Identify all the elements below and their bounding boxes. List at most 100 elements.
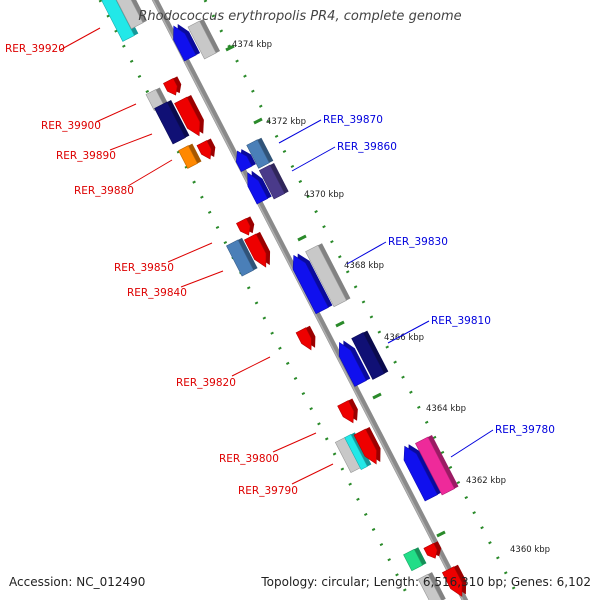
tick-label: 4368 kbp — [344, 261, 384, 271]
backbone-highlight — [152, 0, 464, 600]
callout-line — [95, 103, 137, 123]
tick-label: 4366 kbp — [384, 333, 424, 343]
gene-navy — [154, 100, 190, 145]
gene-body — [351, 332, 385, 380]
gene-label: RER_39810 — [431, 315, 491, 327]
gene-body — [247, 172, 269, 205]
gene-label: RER_39820 — [176, 377, 236, 389]
gene-body — [246, 139, 270, 169]
gene-green — [403, 547, 427, 572]
gene-grey — [305, 243, 351, 308]
tick-mark — [225, 44, 235, 52]
gene-body — [196, 140, 212, 160]
inner-dotted-ruler — [98, 0, 412, 600]
gene-body — [116, 0, 144, 30]
callout-line — [231, 356, 271, 377]
tick-mark — [297, 234, 307, 242]
gene-body — [154, 101, 186, 145]
gene-label: RER_39890 — [56, 150, 116, 162]
gene-navy — [351, 330, 389, 380]
gene-grey — [417, 572, 446, 600]
gene-red — [196, 138, 216, 160]
gene-red — [295, 325, 316, 351]
tick-mark — [335, 320, 345, 328]
gene-label: RER_39870 — [323, 114, 383, 126]
gene-label: RER_39830 — [388, 236, 448, 248]
gene-blue — [235, 149, 256, 173]
tick-label: 4360 kbp — [510, 545, 550, 555]
tick-mark — [372, 392, 382, 400]
gene-red — [163, 76, 182, 96]
gene-label: RER_39860 — [337, 141, 397, 153]
genome-summary-text: Topology: circular; Length: 6,516,310 bp… — [261, 575, 591, 589]
tick-label: 4374 kbp — [232, 40, 272, 50]
gene-blue — [173, 24, 201, 62]
gene-grey — [116, 0, 147, 30]
gene-body — [415, 436, 455, 496]
gene-label: RER_39920 — [5, 43, 65, 55]
gene-body — [337, 400, 355, 424]
gene-body — [344, 433, 368, 471]
gene-red — [423, 541, 442, 559]
tick-label: 4372 kbp — [266, 117, 306, 127]
gene-body — [101, 0, 135, 42]
gene-body — [163, 77, 178, 96]
gene-cyan — [101, 0, 139, 42]
gene-body — [403, 445, 438, 502]
gene-slate — [258, 163, 289, 200]
gene-body — [178, 145, 198, 169]
gene-red — [244, 231, 271, 268]
gene-body — [441, 566, 463, 597]
callout-line — [167, 242, 213, 263]
gene-body — [353, 428, 377, 465]
gene-steelblue — [226, 237, 258, 277]
gene-body — [423, 542, 438, 559]
gene-body — [403, 548, 423, 572]
gene-red — [441, 564, 467, 597]
map-title: Rhodococcus erythropolis PR4, complete g… — [138, 9, 462, 24]
gene-cyan — [344, 432, 372, 471]
gene-label: RER_39790 — [238, 485, 298, 497]
gene-red — [174, 95, 204, 137]
gene-blue — [338, 340, 371, 387]
gene-blue — [403, 444, 442, 502]
tick-label: 4362 kbp — [466, 476, 506, 486]
gene-orange — [178, 143, 202, 169]
gene-label: RER_39900 — [41, 120, 101, 132]
gene-red — [353, 427, 381, 465]
callout-line — [180, 270, 224, 288]
gene-body — [295, 327, 312, 351]
gene-label: RER_39880 — [74, 185, 134, 197]
gene-body — [173, 25, 197, 62]
gene-label: RER_39780 — [495, 424, 555, 436]
tick-label: 4370 kbp — [304, 190, 344, 200]
tick-mark — [436, 530, 446, 538]
tick-label: 4364 kbp — [426, 404, 466, 414]
accession-text: Accession: NC_012490 — [9, 575, 146, 589]
gene-grey — [187, 19, 221, 60]
callout-line — [278, 119, 322, 144]
outer-dotted-ruler — [203, 0, 522, 600]
gene-steelblue — [246, 137, 274, 169]
gene-body — [174, 96, 201, 137]
callout-line — [59, 27, 101, 51]
gene-body — [235, 150, 253, 173]
callout-line — [291, 463, 334, 485]
gene-blue — [292, 253, 333, 315]
gene-body — [305, 244, 347, 308]
gene-body — [236, 217, 251, 236]
callout-line — [291, 146, 336, 172]
callout-line — [272, 432, 317, 453]
gene-body — [244, 233, 267, 268]
gene-body — [258, 164, 286, 200]
tick-mark — [253, 117, 263, 125]
gene-body — [417, 573, 442, 600]
gene-magenta — [415, 435, 459, 496]
callout-line — [387, 320, 430, 344]
gene-red — [236, 216, 255, 236]
gene-label: RER_39850 — [114, 262, 174, 274]
gene-body — [338, 342, 367, 387]
gene-body — [187, 20, 217, 60]
callout-line — [450, 429, 494, 458]
